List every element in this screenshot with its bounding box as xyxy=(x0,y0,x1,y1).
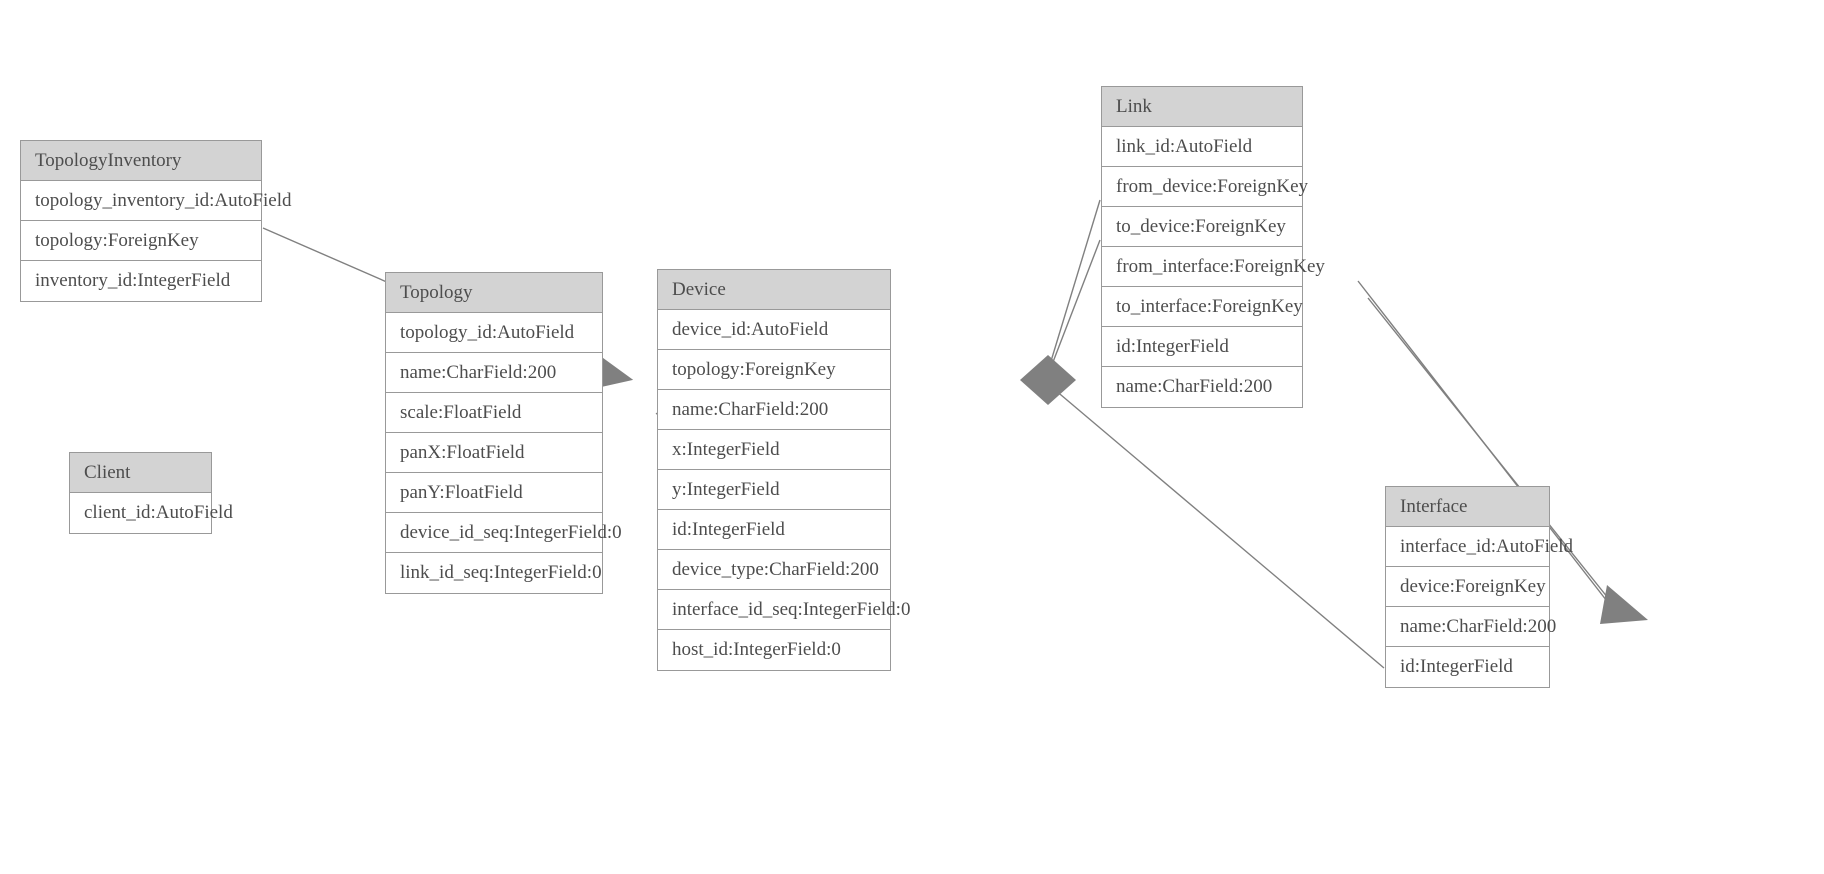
field-row: device_id:AutoField xyxy=(658,310,890,350)
field-row: interface_id:AutoField xyxy=(1386,527,1573,567)
field-row: name:CharField:200 xyxy=(658,390,890,430)
entity-title-topology: Topology xyxy=(386,273,602,313)
field-row: to_interface:ForeignKey xyxy=(1102,287,1303,327)
field-row: x:IntegerField xyxy=(658,430,890,470)
entity-topologyinventory[interactable]: TopologyInventory topology_inventory_id:… xyxy=(20,140,292,302)
entity-device[interactable]: Device device_id:AutoField topology:Fore… xyxy=(657,269,910,671)
field-row: device:ForeignKey xyxy=(1386,567,1549,607)
entity-title-topologyinventory: TopologyInventory xyxy=(21,141,261,181)
field-row: id:IntegerField xyxy=(1386,647,1549,687)
field-row: id:IntegerField xyxy=(658,510,890,550)
arrowhead-device-right xyxy=(1020,355,1076,405)
field-row: client_id:AutoField xyxy=(70,493,233,533)
field-row: device_id_seq:IntegerField:0 xyxy=(386,513,622,553)
field-row: inventory_id:IntegerField xyxy=(21,261,261,301)
edge-interface-device xyxy=(1047,383,1385,669)
field-row: topology_id:AutoField xyxy=(386,313,602,353)
entity-title-interface: Interface xyxy=(1386,487,1549,527)
field-row: scale:FloatField xyxy=(386,393,602,433)
field-row: panX:FloatField xyxy=(386,433,602,473)
entity-link[interactable]: Link link_id:AutoField from_device:Forei… xyxy=(1101,86,1325,408)
entity-interface[interactable]: Interface interface_id:AutoField device:… xyxy=(1385,486,1573,688)
entity-title-link: Link xyxy=(1102,87,1302,127)
field-row: y:IntegerField xyxy=(658,470,890,510)
arrowhead-interface-left xyxy=(1600,585,1648,624)
edge-link-to-device xyxy=(1047,239,1101,376)
field-row: link_id_seq:IntegerField:0 xyxy=(386,553,602,593)
edge-link-from-device xyxy=(1047,199,1101,372)
field-row: topology:ForeignKey xyxy=(658,350,890,390)
field-row: panY:FloatField xyxy=(386,473,602,513)
field-row: from_device:ForeignKey xyxy=(1102,167,1308,207)
field-row: device_type:CharField:200 xyxy=(658,550,890,590)
field-row: interface_id_seq:IntegerField:0 xyxy=(658,590,910,630)
field-row: from_interface:ForeignKey xyxy=(1102,247,1325,287)
field-row: link_id:AutoField xyxy=(1102,127,1302,167)
field-row: host_id:IntegerField:0 xyxy=(658,630,890,670)
field-row: to_device:ForeignKey xyxy=(1102,207,1302,247)
field-row: topology:ForeignKey xyxy=(21,221,261,261)
field-row: id:IntegerField xyxy=(1102,327,1302,367)
field-row: name:CharField:200 xyxy=(1386,607,1556,647)
field-row: name:CharField:200 xyxy=(1102,367,1302,407)
field-row: name:CharField:200 xyxy=(386,353,602,393)
entity-topology[interactable]: Topology topology_id:AutoField name:Char… xyxy=(385,272,622,594)
entity-title-device: Device xyxy=(658,270,890,310)
entity-client[interactable]: Client client_id:AutoField xyxy=(69,452,233,534)
entity-title-client: Client xyxy=(70,453,211,493)
field-row: topology_inventory_id:AutoField xyxy=(21,181,292,221)
